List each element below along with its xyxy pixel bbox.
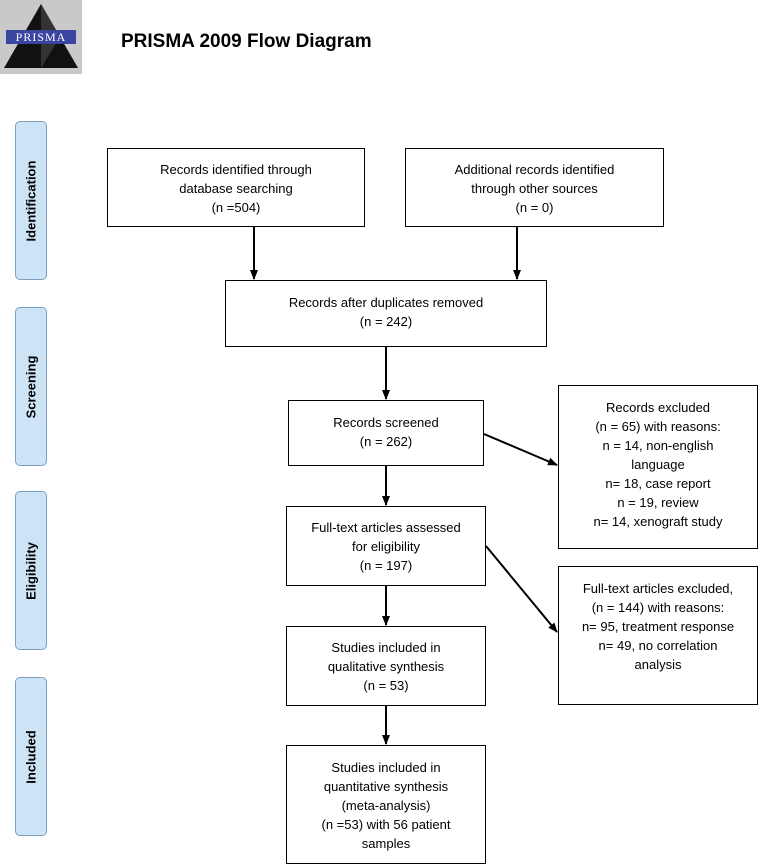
box-text-line: Full-text articles assessed (311, 520, 461, 535)
box-text-line: samples (361, 836, 411, 851)
box-other-sources: Additional records identified through oth… (405, 148, 664, 227)
box-text-line: n= 49, no correlation (598, 638, 718, 653)
box-text-line: n= 14, xenograft study (593, 514, 723, 529)
box-text-line: n = 19, review (617, 495, 699, 510)
phase-included: Included (15, 677, 47, 836)
box-after-duplicates: Records after duplicates removed (n = 242… (225, 280, 547, 347)
box-text-line: (n =53) with 56 patient (321, 817, 451, 832)
arrow-screened-to-excluded (483, 433, 558, 466)
box-text-line: (n = 0) (515, 200, 554, 215)
box-text-line: quantitative synthesis (323, 779, 449, 794)
box-text-line: Studies included in (331, 640, 441, 655)
box-fulltext-assessed: Full-text articles assessed for eligibili… (286, 506, 486, 586)
box-text-line: language (631, 457, 685, 472)
box-text-line: qualitative synthesis (327, 659, 445, 674)
box-text-line: Records identified through (160, 162, 312, 177)
arrow-fulltext-to-excluded (485, 545, 558, 633)
box-text-line: (meta-analysis) (341, 798, 431, 813)
box-records-excluded: Records excluded (n = 65) with reasons: n … (558, 385, 758, 549)
logo-text: PRISMA (6, 30, 76, 44)
box-text-line: Studies included in (331, 760, 441, 775)
box-text-line: (n =504) (211, 200, 261, 215)
box-text-line: n= 95, treatment response (581, 619, 735, 634)
box-text-line: (n = 53) (363, 678, 409, 693)
box-quantitative-synthesis: Studies included in quantitative synthesi… (286, 745, 486, 864)
box-text-line: (n = 262) (359, 434, 413, 449)
box-text-line: (n = 144) with reasons: (591, 600, 725, 615)
box-text-line: database searching (179, 181, 293, 196)
box-text-line: Records screened (333, 415, 439, 430)
box-text-line: n= 18, case report (605, 476, 711, 491)
phase-identification: Identification (15, 121, 47, 280)
box-records-screened: Records screened (n = 262) (288, 400, 484, 466)
box-qualitative-synthesis: Studies included in qualitative synthesis… (286, 626, 486, 706)
box-text-line: Records excluded (605, 400, 711, 415)
box-text-line: (n = 65) with reasons: (595, 419, 721, 434)
box-text-line: (n = 242) (359, 314, 413, 329)
box-text-line: Full-text articles excluded, (582, 581, 734, 596)
box-text-line: analysis (634, 657, 682, 672)
phase-screening: Screening (15, 307, 47, 466)
box-fulltext-excluded: Full-text articles excluded, (n = 144) wi… (558, 566, 758, 705)
box-text-line: Records after duplicates removed (288, 295, 484, 310)
prisma-logo: PRISMA (0, 0, 82, 74)
box-text-line: Additional records identified (454, 162, 615, 177)
box-text-line: n = 14, non-english (602, 438, 714, 453)
box-text-line: for eligibility (352, 539, 420, 554)
page-title: PRISMA 2009 Flow Diagram (121, 31, 372, 52)
phase-eligibility: Eligibility (15, 491, 47, 650)
box-text-line: through other sources (471, 181, 598, 196)
box-text-line: (n = 197) (359, 558, 413, 573)
box-database-search: Records identified through database searc… (107, 148, 365, 227)
